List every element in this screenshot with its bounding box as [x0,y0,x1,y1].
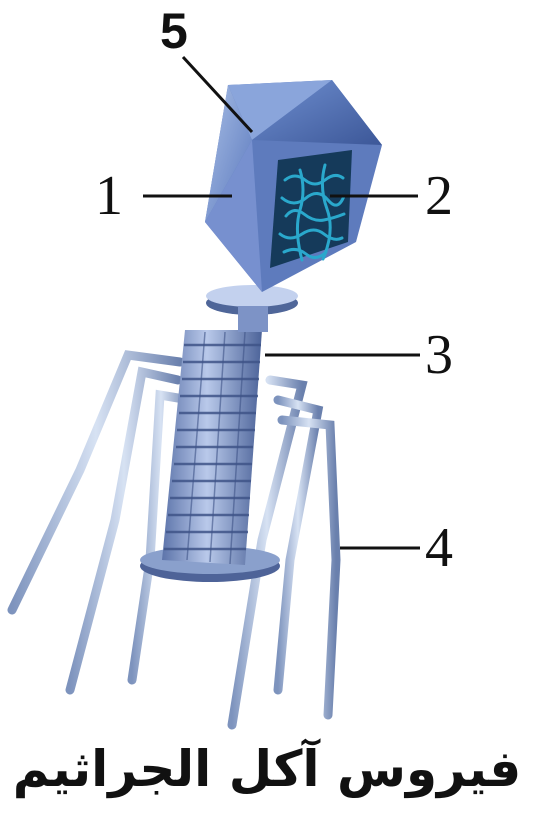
label-5: 5 [160,6,188,56]
label-4: 4 [425,520,453,576]
collar [206,285,298,332]
label-2: 2 [425,168,453,224]
label-1: 1 [95,168,123,224]
diagram-caption: فيروس آكل الجراثيم [0,742,534,797]
label-3: 3 [425,327,453,383]
